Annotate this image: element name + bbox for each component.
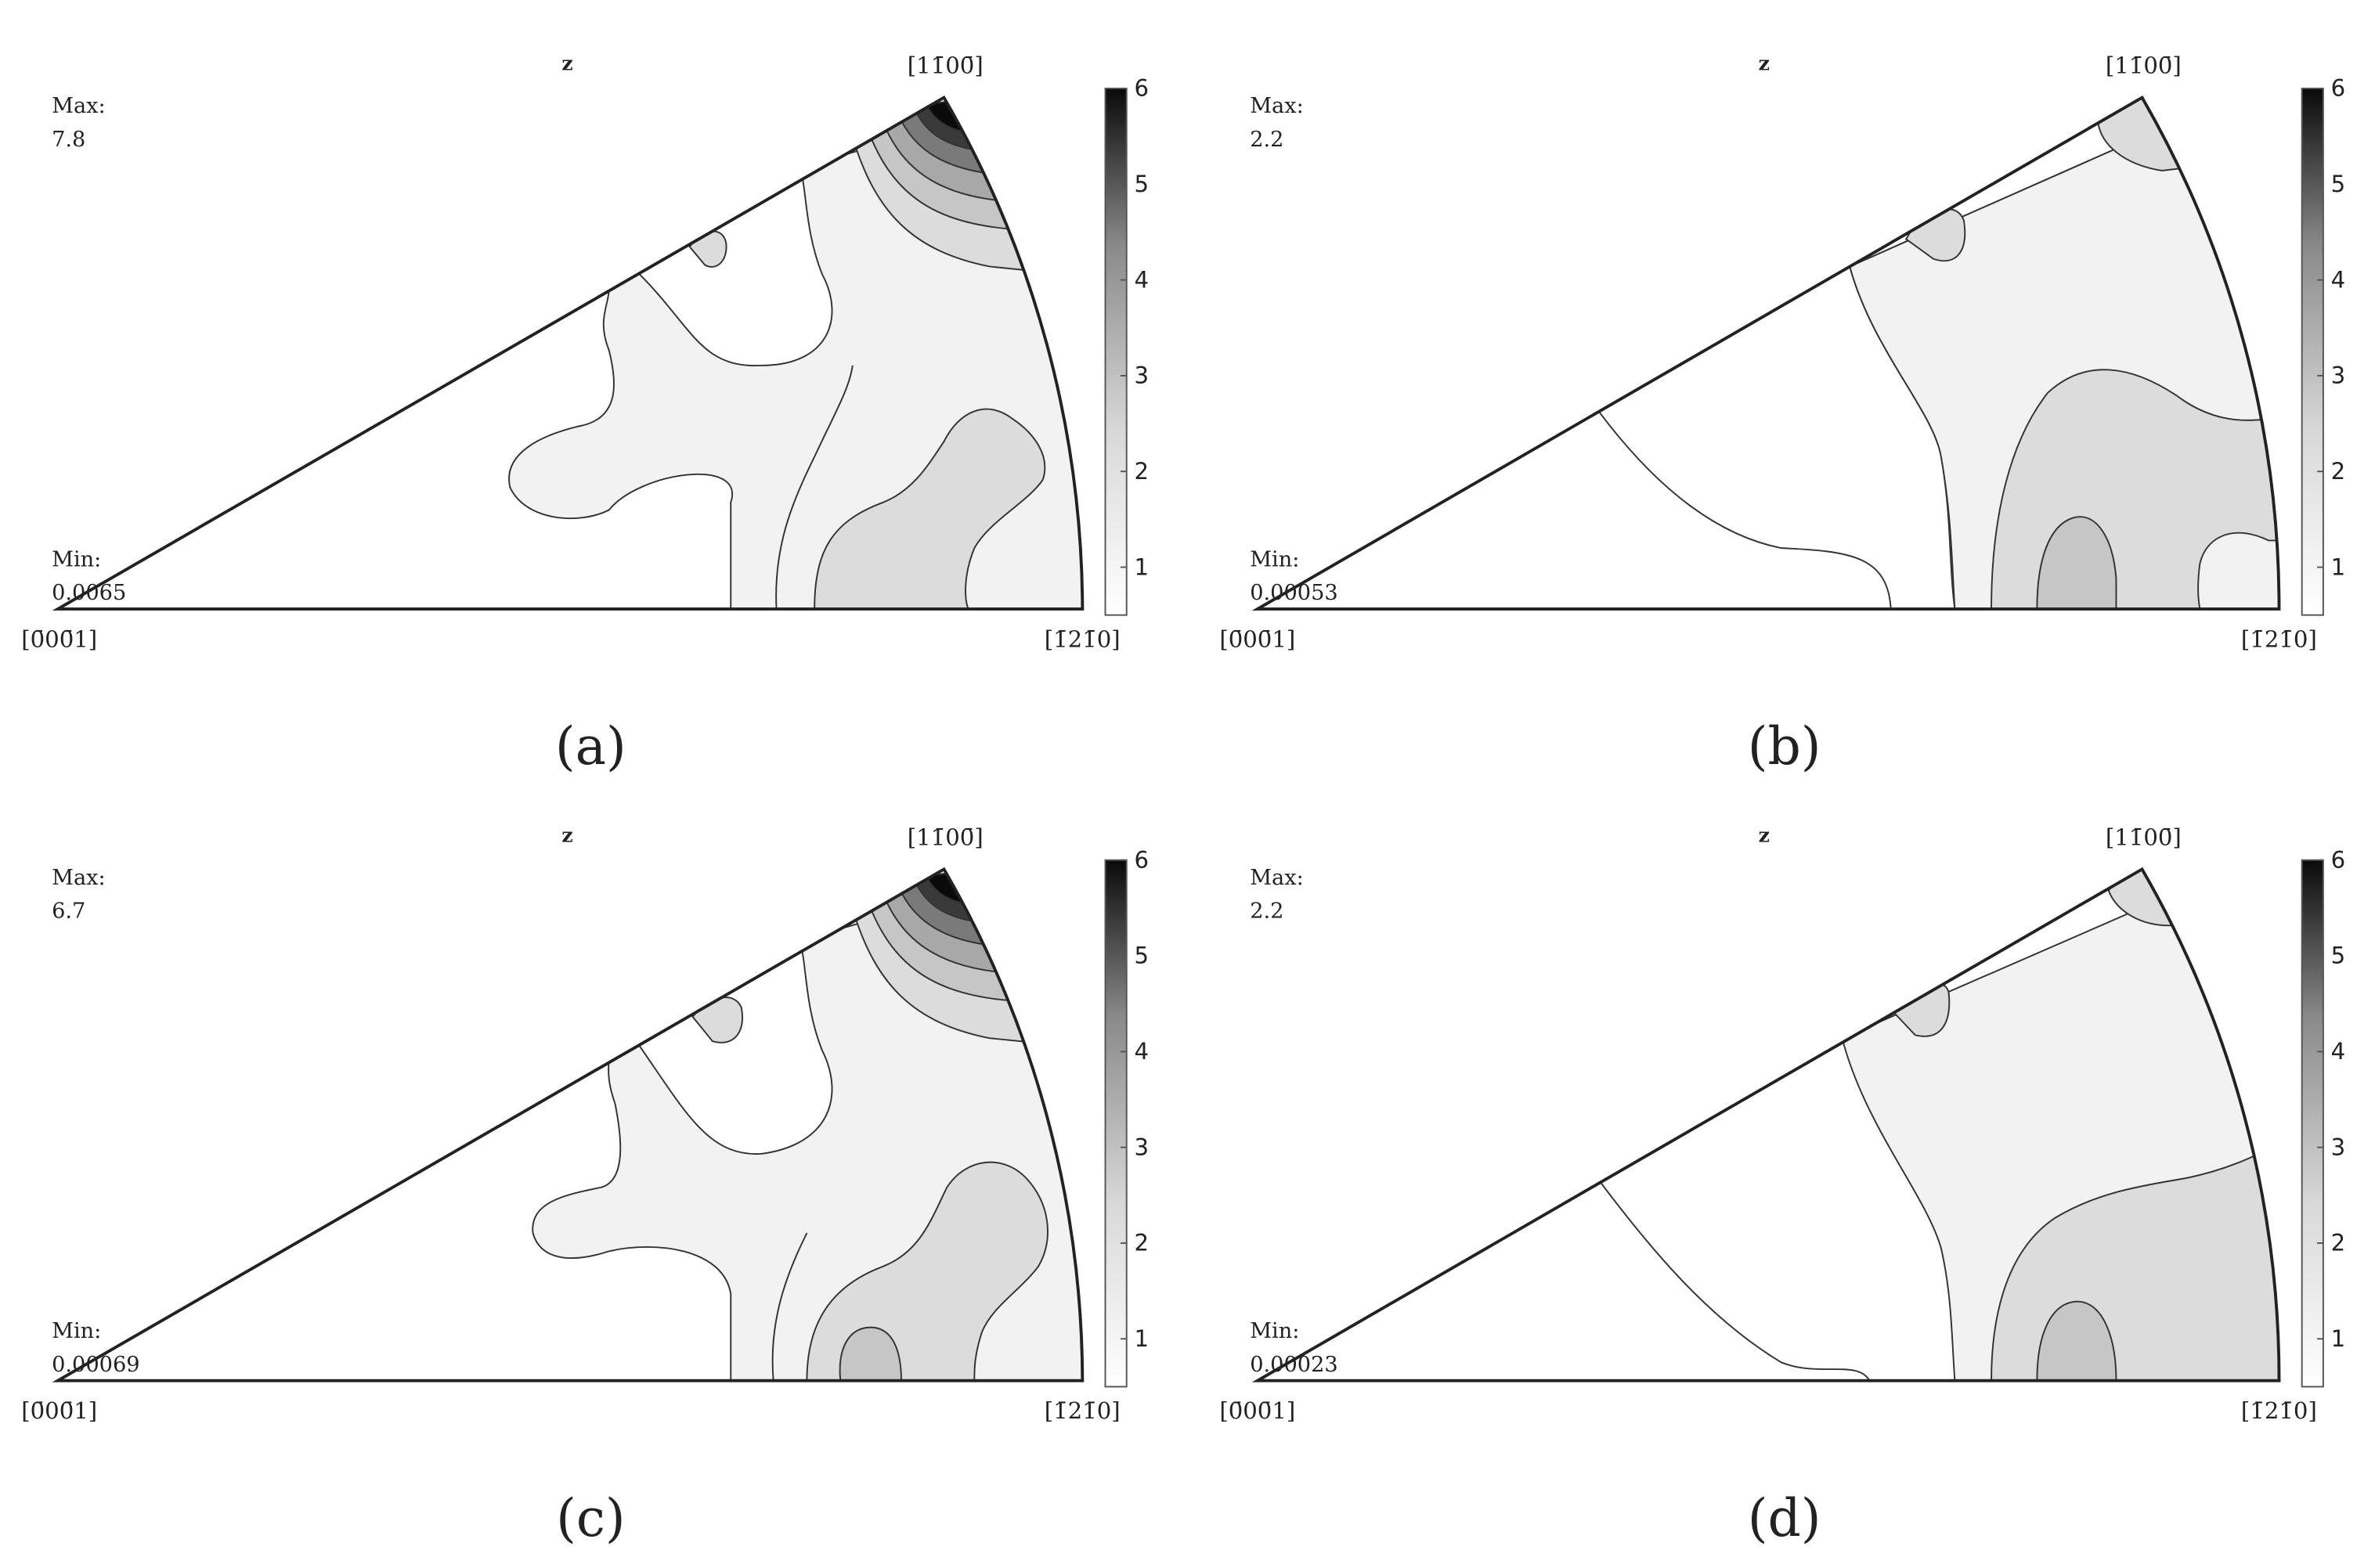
min-label: Min:	[52, 547, 101, 571]
colorbar-tick-label: 2	[1134, 1230, 1149, 1256]
colorbar-tick-label: 4	[2331, 266, 2346, 293]
colorbar	[1104, 859, 1128, 1388]
min-value: 0.00053	[1250, 581, 1338, 605]
colorbar-tick-label: 5	[2331, 943, 2346, 969]
corner-label-top: [11̄00̄]	[2106, 52, 2182, 79]
max-label: Max:	[52, 866, 106, 890]
contour-fill	[1597, 869, 2279, 1381]
corner-label-right: [1̄21̄0]	[1045, 1397, 1121, 1424]
colorbar-tick-label: 6	[2331, 75, 2346, 102]
corner-label-origin: [0̄00̄1]	[1219, 1397, 1295, 1424]
min-label: Min:	[1250, 547, 1299, 571]
colorbar-ticks: 1 2 3 4 5 6	[2317, 846, 2345, 1352]
corner-label-origin: [0̄00̄1]	[1219, 626, 1295, 653]
colorbar-tick-label: 5	[1134, 171, 1149, 197]
colorbar-tick-label: 5	[2331, 171, 2346, 197]
axis-label: z	[1759, 823, 1770, 846]
panel-label: (a)	[555, 716, 626, 777]
min-label: Min:	[1250, 1319, 1299, 1343]
corner-label-right: [1̄21̄0]	[2241, 626, 2317, 653]
contour-level-3	[2036, 516, 2117, 609]
contour-line	[771, 1232, 808, 1381]
colorbar-tick-label: 6	[2331, 846, 2346, 873]
panel-a: 1 2 3 4 5 6 z [11̄00̄] [0̄00̄1] [1̄21̄0] Max:…	[21, 52, 1149, 777]
max-label: Max:	[1250, 866, 1304, 890]
axis-label: z	[1759, 52, 1770, 75]
panel-label: (d)	[1748, 1488, 1821, 1548]
panel-label: (b)	[1748, 716, 1821, 777]
colorbar	[2301, 88, 2324, 616]
max-value: 6.7	[52, 899, 85, 924]
corner-label-origin: [0̄00̄1]	[21, 626, 97, 653]
colorbar-tick-label: 3	[1134, 362, 1149, 389]
corner-label-top: [11̄00̄]	[908, 52, 984, 79]
min-value: 0.0065	[52, 581, 126, 605]
min-value: 0.00023	[1250, 1353, 1338, 1377]
corner-label-right: [1̄21̄0]	[1045, 626, 1121, 653]
contour-fill	[532, 869, 1083, 1381]
axis-label: z	[561, 52, 572, 75]
colorbar-tick-label: 5	[1134, 943, 1149, 969]
colorbar-tick-label: 2	[1134, 458, 1149, 485]
colorbar	[1104, 88, 1128, 616]
colorbar-tick-label: 4	[1134, 266, 1149, 293]
colorbar-tick-label: 6	[1134, 846, 1149, 873]
corner-label-origin: [0̄00̄1]	[21, 1397, 97, 1424]
colorbar-tick-label: 1	[1134, 1325, 1149, 1352]
colorbar-ticks: 1 2 3 4 5 6	[1120, 846, 1149, 1352]
ipf-outline	[1251, 95, 2281, 611]
colorbar-tick-label: 4	[1134, 1038, 1149, 1065]
ipf-outline	[52, 867, 1085, 1382]
contour-level-2	[814, 408, 1046, 609]
max-label: Max:	[52, 94, 106, 118]
corner-label-top: [11̄00̄]	[908, 824, 984, 850]
corner-label-right: [1̄21̄0]	[2241, 1397, 2317, 1424]
colorbar-tick-label: 1	[1134, 553, 1149, 580]
panel-c: 1 2 3 4 5 6 z [11̄00̄] [0̄00̄1] [1̄21̄0] Max:…	[21, 823, 1149, 1548]
ipf-outline	[1251, 867, 2281, 1382]
contour-line	[775, 365, 854, 609]
contour-level-2	[806, 1161, 1049, 1381]
colorbar-tick-label: 3	[1134, 1134, 1149, 1160]
max-value: 2.2	[1250, 128, 1283, 152]
panel-b: 1 2 3 4 5 6 z [11̄00̄] [0̄00̄1] [1̄21̄0] Max:…	[1219, 52, 2345, 777]
contour-level-3	[2036, 1300, 2117, 1381]
colorbar	[2301, 859, 2324, 1388]
colorbar-ticks: 1 2 3 4 5 6	[2317, 75, 2346, 580]
panel-d: 1 2 3 4 5 6 z [11̄00̄] [0̄00̄1] [1̄21̄0] Max:…	[1219, 823, 2345, 1548]
colorbar-tick-label: 4	[2331, 1038, 2346, 1065]
axis-label: z	[561, 823, 572, 846]
max-label: Max:	[1250, 94, 1304, 118]
contour-fill	[1597, 97, 2279, 609]
min-label: Min:	[52, 1319, 101, 1343]
colorbar-tick-label: 1	[2331, 1325, 2346, 1352]
ipf-outline	[52, 95, 1085, 611]
corner-label-top: [11̄00̄]	[2106, 824, 2182, 850]
max-value: 7.8	[52, 128, 85, 152]
contour-island	[691, 997, 743, 1044]
colorbar-tick-label: 3	[2331, 1134, 2346, 1160]
colorbar-tick-label: 6	[1134, 75, 1149, 102]
colorbar-tick-label: 1	[2331, 553, 2346, 580]
colorbar-ticks: 1 2 3 4 5 6	[1120, 75, 1149, 580]
contour-island	[688, 230, 727, 268]
panel-label: (c)	[556, 1488, 626, 1548]
min-value: 0.00069	[52, 1353, 140, 1377]
max-value: 2.2	[1250, 899, 1283, 924]
contour-line	[1597, 1179, 1871, 1381]
colorbar-tick-label: 2	[2331, 1230, 2346, 1256]
colorbar-tick-label: 3	[2331, 362, 2346, 389]
colorbar-tick-label: 2	[2331, 458, 2346, 485]
contour-level-3	[839, 1326, 902, 1381]
